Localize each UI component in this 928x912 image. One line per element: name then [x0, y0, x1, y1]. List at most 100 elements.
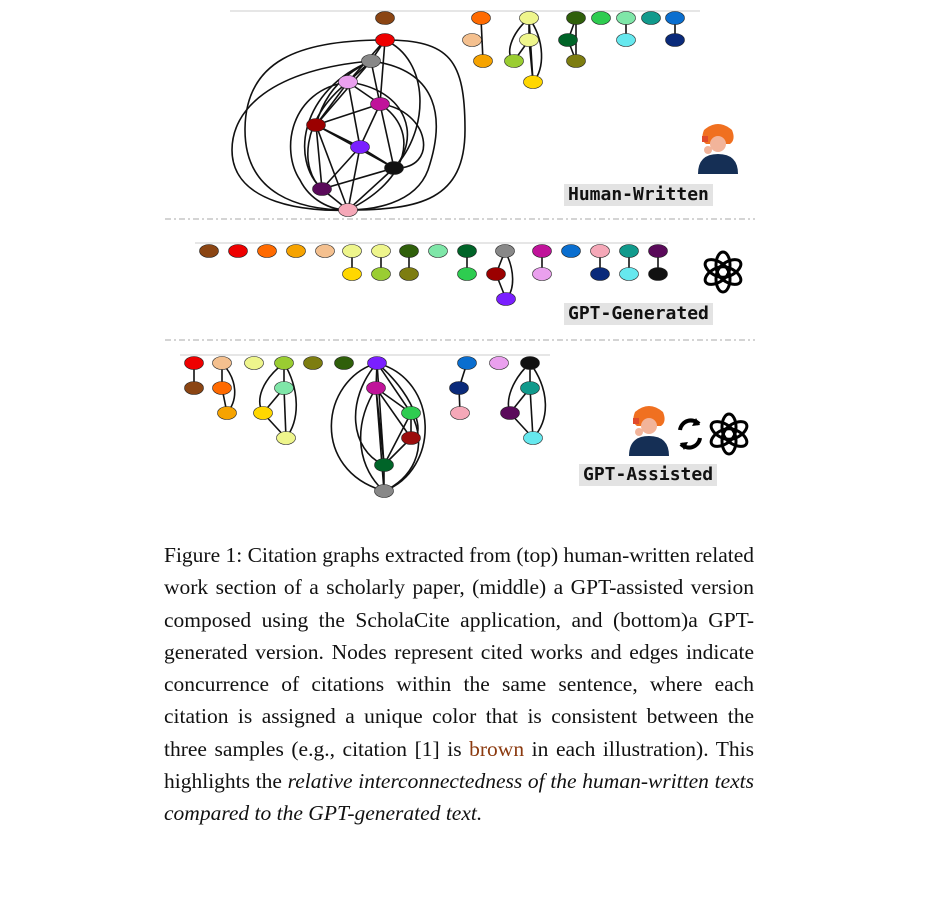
openai-logo-icon [709, 412, 749, 456]
citation-node [616, 33, 636, 47]
citation-node [566, 11, 586, 25]
citation-edge [347, 81, 361, 148]
citation-edge [315, 60, 372, 126]
citation-node [520, 381, 540, 395]
citation-node [253, 406, 273, 420]
citation-node [399, 267, 419, 281]
citation-node [371, 244, 391, 258]
citation-node [561, 244, 581, 258]
citation-edge [315, 124, 323, 190]
citation-edge [347, 81, 409, 169]
citation-edge [347, 146, 361, 211]
citation-node [457, 244, 477, 258]
label-human-written: Human-Written [564, 184, 713, 206]
citation-edge [231, 60, 372, 212]
caption-italic: relative interconnectedness of the human… [164, 769, 754, 826]
citation-edge [379, 103, 395, 169]
label-gpt-generated: GPT-Generated [564, 303, 713, 325]
citation-node [665, 11, 685, 25]
citation-node [274, 381, 294, 395]
citation-node [342, 244, 362, 258]
citation-node [590, 267, 610, 281]
openai-logo-icon [703, 250, 743, 294]
citation-node [648, 267, 668, 281]
citation-node [428, 244, 448, 258]
citation-node [228, 244, 248, 258]
citation-node [199, 244, 219, 258]
citation-edge [383, 412, 412, 466]
citation-node [401, 431, 421, 445]
citation-node [457, 356, 477, 370]
citation-node [374, 484, 394, 498]
citation-edge [379, 39, 386, 105]
citation-node [276, 431, 296, 445]
citation-edge [375, 387, 385, 492]
citation-edge [359, 103, 381, 148]
citation-node [449, 381, 469, 395]
citation-node [523, 75, 543, 89]
citation-node [217, 406, 237, 420]
citation-node [523, 431, 543, 445]
citation-node [486, 267, 506, 281]
citation-node [370, 97, 390, 111]
citation-edge [376, 362, 385, 466]
citation-edge [315, 81, 349, 126]
citation-edge [321, 167, 395, 190]
person-thinking-icon [629, 406, 669, 456]
citation-node [619, 267, 639, 281]
citation-edge [384, 39, 421, 169]
citation-edge [354, 362, 385, 466]
citation-node [274, 356, 294, 370]
person-thinking-icon [698, 124, 738, 174]
citation-edge [315, 103, 381, 126]
citation-node [212, 381, 232, 395]
citation-node [375, 33, 395, 47]
citation-node [648, 244, 668, 258]
citation-node [371, 267, 391, 281]
citation-node [519, 33, 539, 47]
citation-edge [315, 124, 349, 211]
citation-edge [370, 60, 381, 105]
citation-node [184, 381, 204, 395]
citation-node [471, 11, 491, 25]
citation-node [473, 54, 493, 68]
citation-node [590, 244, 610, 258]
citation-edge [347, 39, 466, 211]
citation-node [312, 182, 332, 196]
citation-node [338, 75, 358, 89]
caption-text-middle: in each illustration). This highlights t… [164, 736, 754, 794]
citation-node [303, 356, 323, 370]
graph-nodes [184, 11, 685, 498]
citation-edge [379, 103, 425, 169]
citation-node [286, 244, 306, 258]
citation-node [257, 244, 277, 258]
citation-edge [376, 362, 412, 414]
citation-node [401, 406, 421, 420]
citation-node [520, 356, 540, 370]
citation-node [495, 244, 515, 258]
citation-node [665, 33, 685, 47]
citation-node [558, 33, 578, 47]
citation-node [338, 203, 358, 217]
citation-node [361, 54, 381, 68]
citation-edge [321, 146, 361, 190]
citation-edge [359, 387, 385, 492]
citation-node [384, 161, 404, 175]
citation-graphs-figure [165, 10, 755, 498]
citation-node [367, 356, 387, 370]
citation-edge [375, 387, 412, 439]
citation-node [244, 356, 264, 370]
citation-node [591, 11, 611, 25]
figure-caption: Figure 1: Citation graphs extracted from… [164, 539, 754, 830]
citation-node [619, 244, 639, 258]
citation-node [350, 140, 370, 154]
citation-edge [347, 167, 395, 211]
citation-node [641, 11, 661, 25]
citation-edge [283, 387, 287, 439]
citation-node [532, 267, 552, 281]
citation-node [450, 406, 470, 420]
citation-node [532, 244, 552, 258]
citation-node [342, 267, 362, 281]
citation-node [616, 11, 636, 25]
citation-edge [307, 81, 349, 190]
